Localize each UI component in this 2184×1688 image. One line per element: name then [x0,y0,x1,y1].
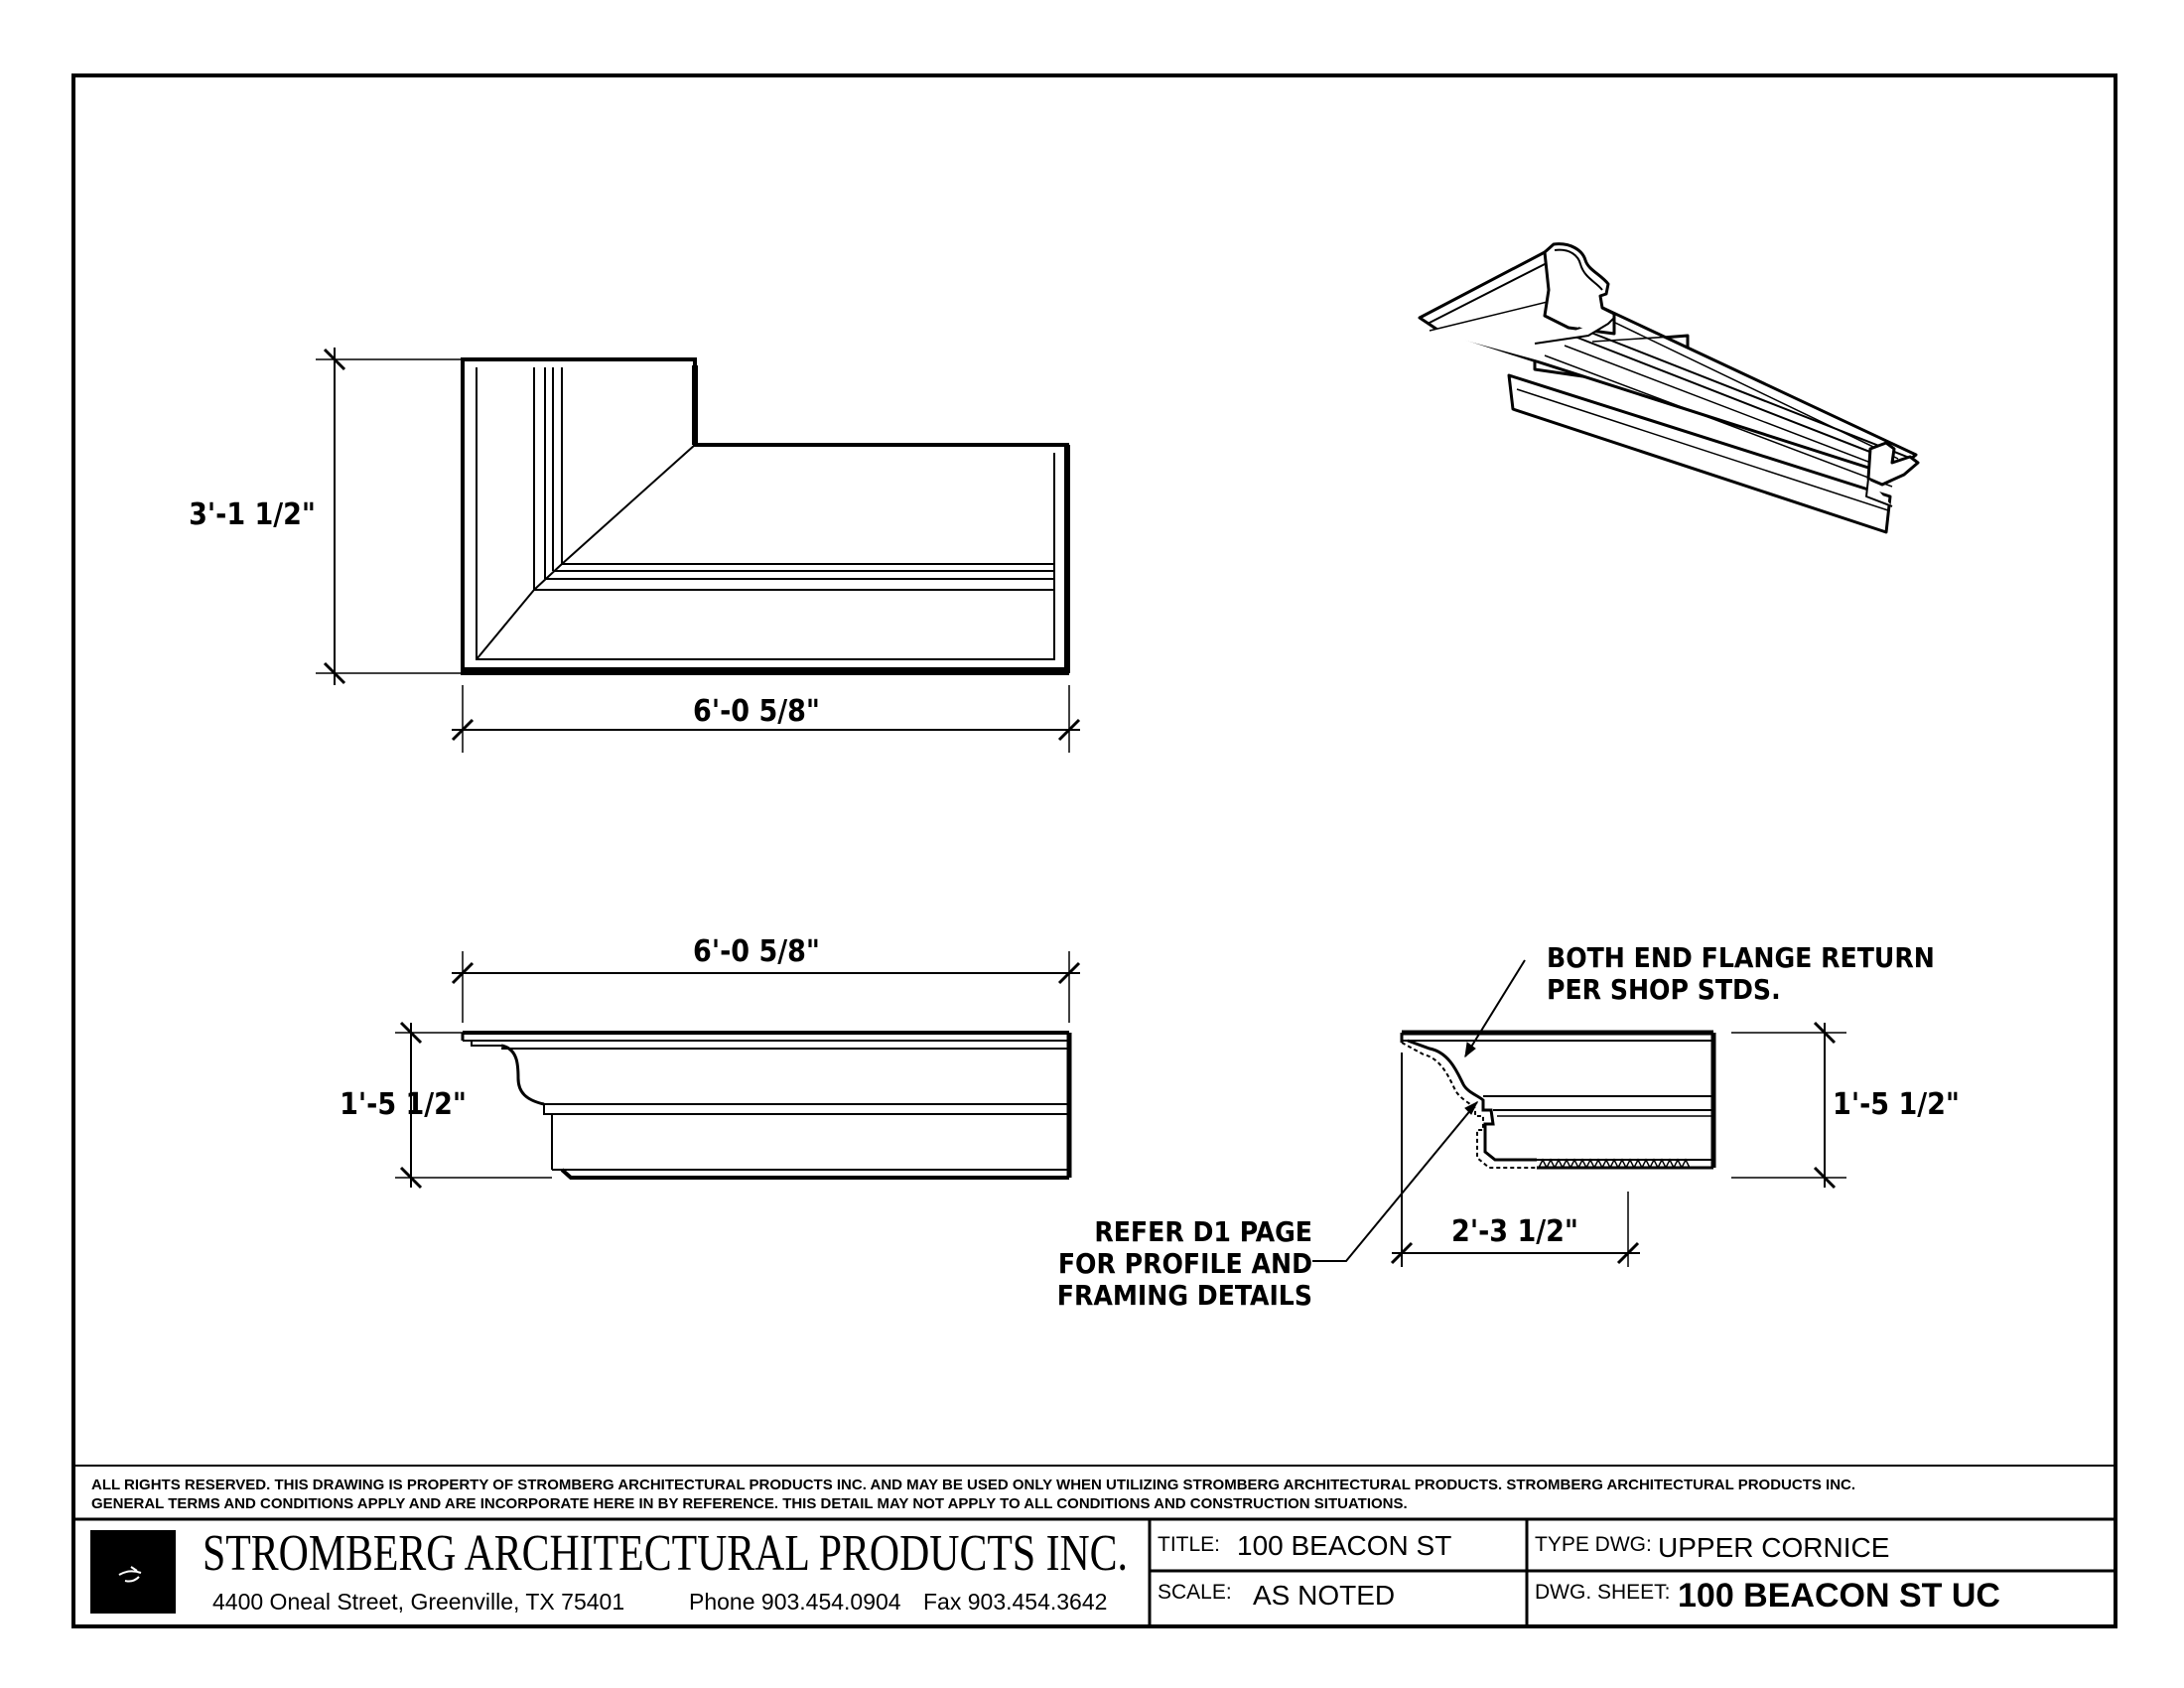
company-address: 4400 Oneal Street, Greenville, TX 75401 [212,1589,624,1615]
flange-note-line1: BOTH END FLANGE RETURN [1547,941,1935,974]
flange-note-line2: PER SHOP STDS. [1547,973,1781,1006]
title-label: TITLE: [1158,1533,1220,1556]
title-block [73,1517,2116,1626]
plan-height-label: 3'-1 1/2" [189,497,316,532]
section-height-dimension [1731,1021,1846,1190]
refer-note-line2: FOR PROFILE AND [1058,1247,1312,1280]
plan-width-label: 6'-0 5/8" [693,694,820,729]
scale-value: AS NOTED [1253,1580,1395,1611]
plan-height-dimension [316,348,463,685]
elevation-height-dimension [395,1021,552,1190]
company-name: STROMBERG ARCHITECTURAL PRODUCTS INC. [203,1525,1128,1582]
scale-label: SCALE: [1158,1581,1232,1604]
type-dwg-value: UPPER CORNICE [1658,1532,1889,1563]
company-fax: Fax 903.454.3642 [923,1589,1107,1615]
dwg-sheet-label: DWG. SHEET: [1535,1581,1671,1604]
type-dwg-label: TYPE DWG: [1535,1533,1652,1556]
sheet-border [71,73,2117,1628]
section-view [1312,959,1716,1267]
disclaimer-line1: ALL RIGHTS RESERVED. THIS DRAWING IS PRO… [91,1477,1855,1493]
plan-width-dimension [451,685,1081,753]
elevation-width-dimension [451,951,1081,1023]
section-height-label: 1'-5 1/2" [1833,1087,1960,1122]
elevation-width-label: 6'-0 5/8" [693,934,820,969]
plan-view [461,357,1070,675]
refer-note-line3: FRAMING DETAILS [1057,1279,1312,1312]
logo-mark-icon [118,1566,142,1583]
company-phone: Phone 903.454.0904 [689,1589,901,1615]
elevation-height-label: 1'-5 1/2" [340,1087,467,1122]
refer-note-line1: REFER D1 PAGE [1094,1215,1312,1248]
dwg-sheet-value: 100 BEACON ST UC [1678,1577,2000,1615]
disclaimer-line2: GENERAL TERMS AND CONDITIONS APPLY AND A… [91,1495,1408,1512]
isometric-view [1418,242,1920,534]
section-depth-label: 2'-3 1/2" [1451,1214,1578,1249]
title-value: 100 BEACON ST [1237,1530,1451,1561]
section-depth-dimension [1390,1192,1640,1267]
elevation-view [461,1031,1072,1180]
